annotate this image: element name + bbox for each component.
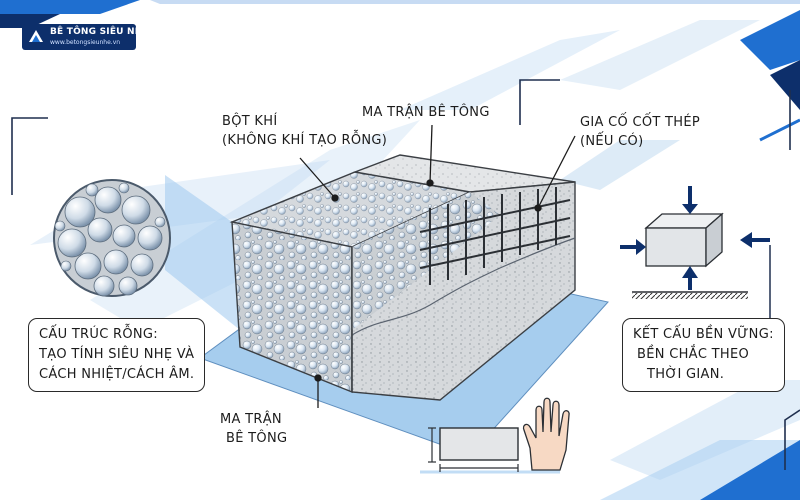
label-gia-co: GIA CỐ CỐT THÉP (NẾU CÓ) — [580, 115, 701, 149]
brand-name: BÊ TÔNG SIÊU NHẸ — [50, 27, 149, 37]
magnifier-beam — [165, 175, 240, 330]
brand-url: www.betongsieunhe.vn — [50, 39, 121, 46]
label-ma-tran-bottom: MA TRẬN BÊ TÔNG — [220, 412, 288, 446]
logo-mark-icon — [29, 30, 43, 42]
brand-logo: BÊ TÔNG SIÊU NHẸ www.betongsieunhe.vn — [22, 24, 149, 50]
leader-lines — [299, 124, 576, 408]
label-bot-khi: BỘT KHÍ (KHÔNG KHÍ TẠO RỖNG) — [222, 114, 388, 148]
concrete-block — [229, 154, 576, 401]
callout-ket-cau: KẾT CẤU BỀN VỮNG: BỀN CHẮC THEO THỜI GIA… — [622, 318, 785, 392]
label-ma-tran-top: MA TRẬN BÊ TÔNG — [362, 105, 490, 120]
compression-diagram — [620, 186, 770, 299]
panel-with-hand — [428, 397, 570, 472]
magnified-bubbles — [54, 182, 166, 297]
hand-icon — [522, 397, 570, 471]
callout-cau-truc: CẤU TRÚC RỖNG: TẠO TÍNH SIÊU NHẸ VÀ CÁCH… — [28, 318, 206, 392]
